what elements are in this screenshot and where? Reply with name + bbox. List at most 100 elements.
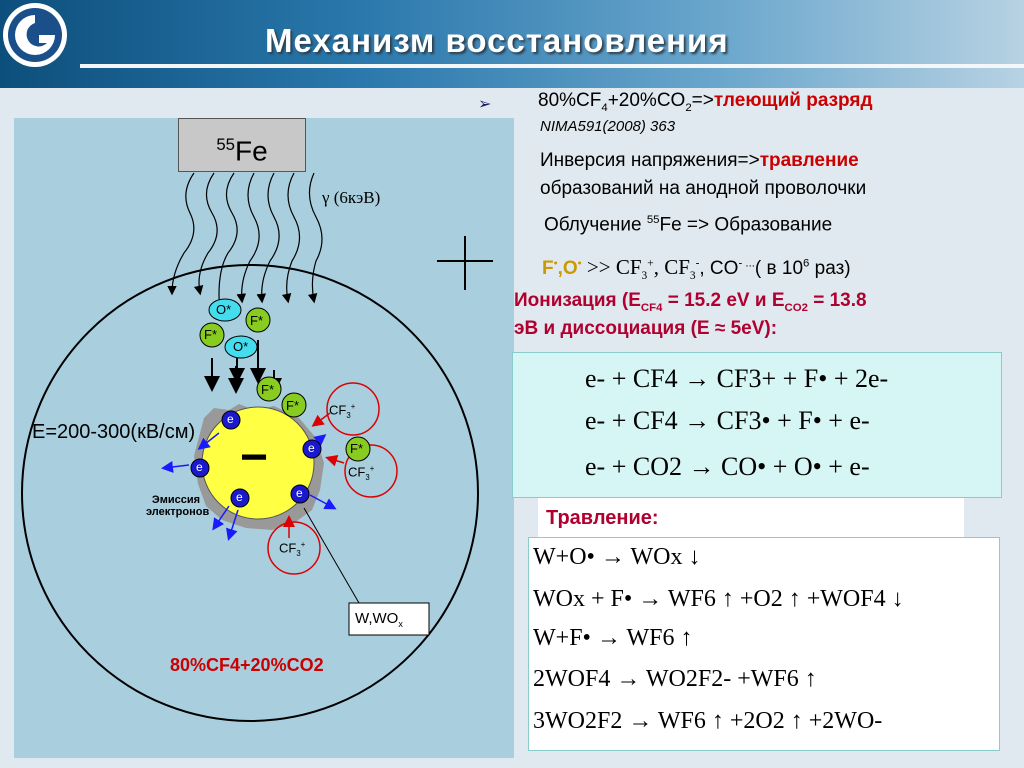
emission-line-2: электронов bbox=[146, 506, 210, 518]
page-title: Механизм восстановления bbox=[265, 22, 729, 59]
header-divider bbox=[80, 64, 1024, 68]
ion-sub1: CF4 bbox=[640, 301, 663, 314]
chamber-diagram bbox=[21, 172, 493, 722]
l1-red: тлеющий разряд bbox=[713, 90, 873, 111]
fe-element: Fe bbox=[234, 135, 268, 167]
cf3-2-sup: + bbox=[369, 464, 375, 473]
f-star-label-1: F* bbox=[204, 327, 217, 342]
gamma-rays bbox=[167, 172, 323, 316]
etch-2: WOx + F• → WF6 ↑ +O2 ↑ +WOF4 ↓ bbox=[533, 586, 904, 612]
etch-1: W+O• → WOx ↓ bbox=[533, 544, 701, 570]
gamma-label: γ (6кэВ) bbox=[322, 188, 381, 207]
rad-minus: - bbox=[695, 257, 700, 270]
electron-label-3: e bbox=[236, 490, 243, 504]
o-star-label-2: O* bbox=[233, 339, 249, 354]
wire-label-sub: x bbox=[398, 619, 403, 629]
cf3-2-main: CF bbox=[348, 464, 366, 480]
ion-prefix: Ионизация (E bbox=[514, 290, 641, 311]
header-bar bbox=[0, 0, 1024, 88]
logo bbox=[3, 3, 67, 67]
chamber-circle bbox=[21, 264, 479, 722]
cf3-label-3: CF3+ bbox=[279, 540, 305, 558]
rad-exp: 6 bbox=[803, 257, 810, 270]
reaction-2: e- + CF4 → CF3• + F• + e- bbox=[585, 406, 870, 435]
rad-co-sup: - bbox=[738, 257, 743, 270]
irr-suffix: Fe => Образование bbox=[659, 214, 833, 236]
cf3-circles bbox=[267, 382, 398, 575]
reaction-3: e- + CO2 → CO• + O• + e- bbox=[585, 452, 870, 481]
etch-title: Травление: bbox=[546, 507, 659, 529]
wire-minus-sign: − bbox=[240, 431, 269, 484]
radicals-line: F•,O• >> CF3+, CF3-, CO- ...( в 106 раз) bbox=[542, 255, 851, 282]
inversion-line-2: образований на анодной проволочки bbox=[540, 178, 867, 199]
ionization-line-2: эВ и диссоциация (E ≈ 5eV): bbox=[514, 318, 778, 339]
f-star-label-4: F* bbox=[286, 398, 299, 413]
rad-mid: >> CF bbox=[581, 255, 642, 279]
bullet-icon: ➢ bbox=[478, 96, 492, 113]
cf3-label-2: CF3+ bbox=[348, 464, 374, 482]
ionization-line-1: Ионизация (ECF4 = 15.2 eV и ECO2 = 13.8 bbox=[514, 290, 867, 314]
reactions-box bbox=[512, 352, 1002, 498]
inv-red: травление bbox=[759, 150, 859, 171]
l1-sub1: 4 bbox=[601, 101, 608, 114]
etch-title-box bbox=[538, 498, 964, 538]
o-star-label-1: O* bbox=[216, 302, 232, 317]
cf3-3-sub: 3 bbox=[296, 548, 301, 558]
electron-label-5: e bbox=[296, 486, 303, 500]
emission-label: Эмиссия электронов bbox=[146, 494, 210, 518]
etch-4: 2WOF4 → WO2F2- +WF6 ↑ bbox=[533, 666, 817, 692]
irr-prefix: Облучение bbox=[544, 214, 647, 236]
l1-sub2: 2 bbox=[685, 101, 692, 114]
fe-source-box: 55Fe bbox=[178, 118, 306, 172]
reaction-1: e- + CF4 → CF3+ + F• + 2e- bbox=[585, 364, 889, 393]
l1-arrow: => bbox=[691, 90, 714, 111]
electron-label-4: e bbox=[308, 441, 315, 455]
rad-plus: + bbox=[647, 257, 654, 270]
wire-label: W,WOx bbox=[355, 610, 403, 629]
plus-sign bbox=[437, 236, 493, 290]
radicals bbox=[199, 298, 371, 462]
cf3-1-sup: + bbox=[350, 402, 356, 411]
etch-3: W+F• → WF6 ↑ bbox=[533, 625, 693, 651]
cf3-1-sub: 3 bbox=[346, 410, 351, 420]
rad-cf3: 3 bbox=[641, 269, 648, 282]
etch-5: 3WO2F2 → WF6 ↑ +2O2 ↑ +2WO- bbox=[533, 708, 883, 734]
emission-line-1: Эмиссия bbox=[151, 494, 201, 506]
irr-sup: 55 bbox=[646, 214, 660, 226]
rad-suffix: ( в 10 bbox=[754, 258, 804, 279]
rad-f: F bbox=[542, 258, 554, 279]
inversion-line: Инверсия напряжения=>травление bbox=[540, 150, 859, 172]
f-star-label-5: F* bbox=[350, 441, 363, 456]
electron-label-1: e bbox=[227, 412, 234, 426]
rad-dots: ... bbox=[742, 257, 755, 270]
cf3-label-1: CF3+ bbox=[329, 402, 355, 420]
l1-prefix: 80%CF bbox=[538, 90, 602, 111]
electron-label-2: e bbox=[196, 460, 203, 474]
cf3-3-main: CF bbox=[279, 540, 297, 556]
reference: NIMA591(2008) 363 bbox=[540, 118, 676, 135]
wire-label-main: W,WO bbox=[355, 610, 399, 627]
mixture-label: 80%CF4+20%CO2 bbox=[170, 655, 324, 675]
cf3-2-sub: 3 bbox=[365, 472, 370, 482]
ion-mid: = 15.2 eV и E bbox=[662, 290, 785, 311]
etch-box bbox=[528, 537, 1000, 751]
electrons bbox=[190, 410, 322, 508]
rad-comma: , CF bbox=[653, 255, 690, 279]
f-star-label-2: F* bbox=[250, 313, 263, 328]
ion-sub2: CO2 bbox=[784, 301, 808, 314]
rad-co: , CO bbox=[699, 258, 739, 279]
rad-end: раз) bbox=[809, 258, 851, 279]
discharge-line: 80%CF4+20%CO2=>тлеющий разряд bbox=[538, 90, 873, 114]
rad-cf3-2: 3 bbox=[689, 269, 696, 282]
f-star-label-3: F* bbox=[261, 382, 274, 397]
ion-end: = 13.8 bbox=[807, 290, 867, 311]
fe-isotope: 55 bbox=[216, 135, 235, 154]
irradiation-line: Облучение 55Fe => Образование bbox=[544, 214, 832, 236]
cf3-1-main: CF bbox=[329, 402, 347, 418]
cf3-3-sup: + bbox=[300, 540, 306, 549]
logo-icon bbox=[8, 8, 62, 62]
field-label: E=200-300(кВ/см) bbox=[32, 421, 196, 443]
l1-mid: +20%CO bbox=[607, 90, 686, 111]
inv-prefix: Инверсия напряжения=> bbox=[540, 150, 760, 171]
rad-o: ,O bbox=[557, 258, 578, 279]
